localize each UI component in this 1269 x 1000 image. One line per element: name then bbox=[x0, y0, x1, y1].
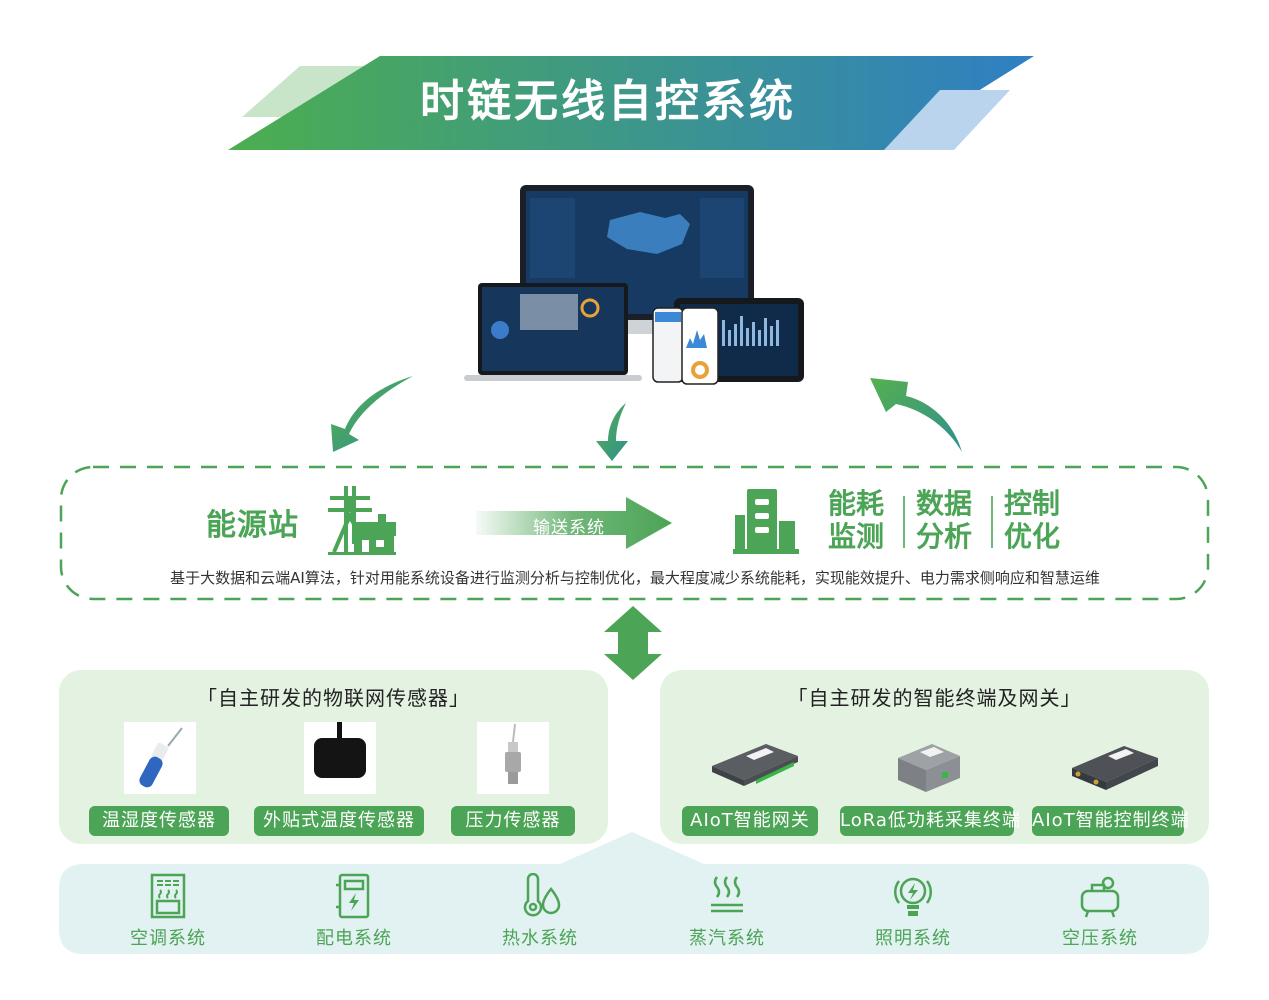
system-label: 照明系统 bbox=[875, 928, 951, 949]
sensors-panel-title: 「自主研发的物联网传感器」 bbox=[197, 686, 470, 710]
system-description: 基于大数据和云端AI算法，针对用能系统设备进行监测分析与控制优化，最大程度减少系… bbox=[170, 569, 1100, 587]
sensor-label-pressure: 压力传感器 bbox=[451, 806, 575, 836]
system-label: 空压系统 bbox=[1062, 928, 1138, 949]
energy-station-label: 能源站 bbox=[206, 508, 299, 543]
banner-title: 时链无线自控系统 bbox=[420, 76, 796, 127]
feature-line1: 数据 bbox=[916, 487, 973, 520]
system-label: 热水系统 bbox=[502, 928, 578, 949]
air-compressor-icon bbox=[1080, 876, 1120, 918]
tablet-bars bbox=[722, 316, 779, 346]
feature-divider bbox=[903, 496, 905, 548]
steam-icon bbox=[711, 876, 743, 913]
terminal-label-control: AIoT智能控制终端 bbox=[1032, 806, 1189, 836]
monitor-stand bbox=[620, 320, 654, 334]
feature-divider bbox=[991, 496, 993, 548]
laptop-pie bbox=[491, 321, 509, 339]
sensors-panel: 「自主研发的物联网传感器」 温湿度传感器 外贴式温度传感器 压力传感器 bbox=[59, 670, 608, 844]
system-air-compressor: 空压系统 bbox=[1030, 873, 1170, 950]
feature-line2: 监测 bbox=[828, 520, 885, 553]
title-banner: 时链无线自控系统 bbox=[0, 0, 1269, 160]
energy-flow-container bbox=[58, 464, 1211, 602]
system-label: 蒸汽系统 bbox=[689, 928, 765, 949]
laptop-base bbox=[464, 375, 642, 381]
transport-system-label: 输送系统 bbox=[533, 518, 605, 538]
banner-right-accent bbox=[884, 90, 1010, 150]
gateway-image bbox=[712, 744, 798, 786]
system-label: 空调系统 bbox=[130, 928, 206, 949]
monitor-right-panel bbox=[700, 198, 744, 278]
dashed-border bbox=[59, 465, 1210, 601]
curved-arrow-center bbox=[596, 403, 628, 461]
system-label: 配电系统 bbox=[316, 928, 392, 949]
system-air-conditioning: 空调系统 bbox=[98, 873, 238, 950]
phone-2-donut bbox=[691, 361, 709, 379]
terminals-panel: 「自主研发的智能终端及网关」 AIoT智能网关 LoRa低功耗采集终端 AIoT… bbox=[660, 670, 1209, 844]
terminal-label-gateway: AIoT智能网关 bbox=[682, 806, 818, 836]
map-china bbox=[607, 212, 690, 254]
phone-2-chart bbox=[686, 330, 707, 348]
pressure-sensor-image bbox=[477, 722, 549, 794]
power-distribution-icon bbox=[336, 873, 370, 919]
phone-1-header bbox=[655, 312, 681, 322]
banner-shapes bbox=[228, 56, 1034, 150]
surface-temperature-sensor-image bbox=[304, 722, 376, 794]
terminals-panel-title: 「自主研发的智能终端及网关」 bbox=[787, 686, 1082, 710]
system-power-distribution: 配电系统 bbox=[284, 873, 424, 950]
hot-water-icon bbox=[523, 873, 561, 917]
air-conditioner-icon bbox=[150, 873, 186, 919]
system-steam: 蒸汽系统 bbox=[657, 873, 797, 950]
system-lighting: 照明系统 bbox=[843, 873, 983, 950]
transport-arrow bbox=[476, 497, 672, 549]
humidity-sensor-image bbox=[124, 722, 196, 794]
lora-terminal-image bbox=[898, 744, 960, 792]
terminal-label-lora: LoRa低功耗采集终端 bbox=[840, 806, 1020, 836]
feature-control-optimization: 控制 优化 bbox=[1004, 487, 1060, 553]
laptop-donut bbox=[580, 298, 600, 318]
lighting-icon bbox=[894, 877, 932, 916]
building-icon bbox=[733, 489, 799, 554]
bidirectional-arrow-icon bbox=[604, 606, 662, 680]
banner-main bbox=[228, 56, 1034, 150]
feature-energy-monitoring: 能耗 监测 bbox=[828, 487, 884, 553]
banner-left-accent bbox=[242, 66, 372, 117]
feature-data-analysis: 数据 分析 bbox=[916, 487, 972, 553]
feature-line1: 能耗 bbox=[828, 487, 885, 520]
monitor-left-panel bbox=[530, 198, 575, 278]
laptop-city-image bbox=[520, 294, 578, 330]
control-terminal-image bbox=[1072, 746, 1158, 790]
curved-arrow-right bbox=[870, 378, 962, 452]
devices-mockup-image bbox=[464, 185, 804, 385]
sensor-label-humidity: 温湿度传感器 bbox=[89, 806, 229, 836]
feature-line1: 控制 bbox=[1004, 487, 1061, 520]
feature-line2: 优化 bbox=[1004, 520, 1061, 553]
curved-arrow-left bbox=[331, 376, 413, 452]
power-tower-icon bbox=[328, 486, 396, 555]
system-hot-water: 热水系统 bbox=[470, 873, 610, 950]
sensor-label-surface-temperature: 外贴式温度传感器 bbox=[254, 806, 424, 836]
systems-bar-background bbox=[59, 832, 1209, 954]
feature-line2: 分析 bbox=[916, 520, 973, 553]
